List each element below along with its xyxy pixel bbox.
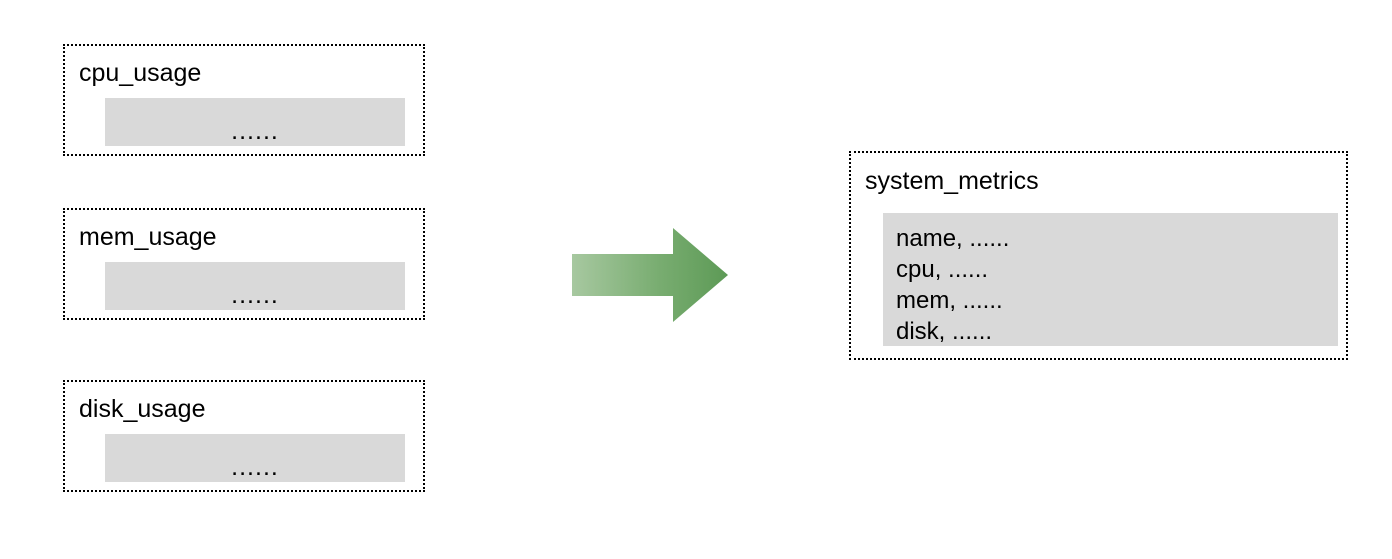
target-row: mem, ...... <box>896 287 1003 314</box>
source-node-cpu-usage[interactable]: cpu_usage ...... <box>63 44 425 156</box>
source-node-ellipsis: ...... <box>231 281 279 309</box>
source-node-title: cpu_usage <box>79 59 202 87</box>
target-node-title: system_metrics <box>865 167 1039 195</box>
source-node-ellipsis: ...... <box>231 453 279 481</box>
source-node-ellipsis: ...... <box>231 117 279 145</box>
source-node-title: mem_usage <box>79 223 217 251</box>
source-node-title: disk_usage <box>79 395 206 423</box>
source-node-body: ...... <box>105 434 405 482</box>
source-node-disk-usage[interactable]: disk_usage ...... <box>63 380 425 492</box>
target-row: cpu, ...... <box>896 256 989 283</box>
arrow-shape <box>572 228 728 322</box>
source-node-body: ...... <box>105 262 405 310</box>
source-node-mem-usage[interactable]: mem_usage ...... <box>63 208 425 320</box>
source-node-body: ...... <box>105 98 405 146</box>
target-node-system-metrics[interactable]: system_metrics name, ...... cpu, ...... … <box>849 151 1348 360</box>
target-row: name, ...... <box>896 225 1010 252</box>
target-node-body: name, ...... cpu, ...... mem, ...... dis… <box>883 213 1338 346</box>
target-row: disk, ...... <box>896 318 993 345</box>
right-arrow-icon <box>572 228 728 322</box>
